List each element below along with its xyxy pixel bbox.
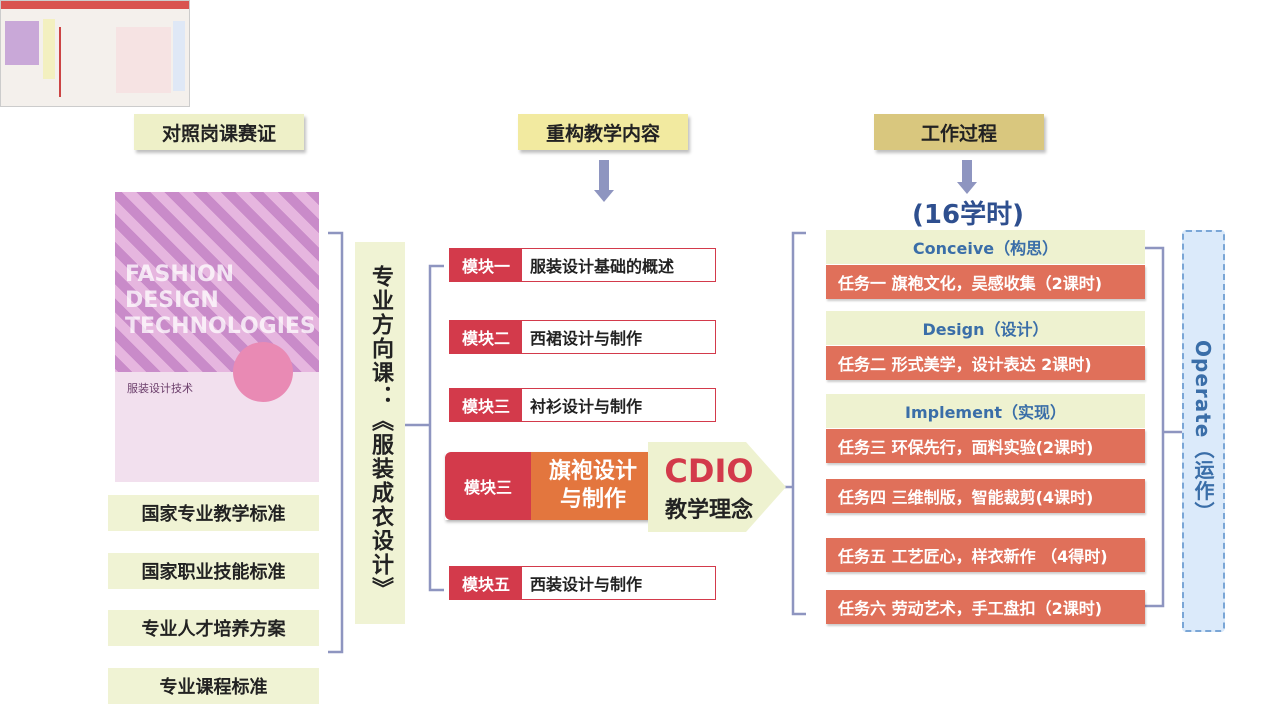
phase-implement: Implement（实现） xyxy=(826,394,1145,428)
phase-design: Design（设计） xyxy=(826,311,1145,345)
standard-item: 国家职业技能标准 xyxy=(108,553,319,589)
phase-conceive: Conceive（构思） xyxy=(826,230,1145,264)
standard-item: 专业课程标准 xyxy=(108,668,319,704)
standard-item: 专业人才培养方案 xyxy=(108,610,319,646)
task-item: 任务六 劳动艺术，手工盘扣（2课时) xyxy=(826,590,1145,624)
cdio-arrow-shape xyxy=(648,442,786,532)
task-item: 任务三 环保先行，面料实验(2课时) xyxy=(826,429,1145,463)
module-featured: 模块三 旗袍设计与制作 xyxy=(445,452,655,520)
module-item: 模块三 衬衫设计与制作 xyxy=(449,388,716,422)
cdio-title: CDIO xyxy=(664,452,754,490)
module-item: 模块二 西裙设计与制作 xyxy=(449,320,716,354)
arrow-down-icon xyxy=(594,160,614,202)
header-right: 工作过程 xyxy=(874,114,1044,150)
hours-label: (16学时) xyxy=(912,200,1024,230)
cdio-subtitle: 教学理念 xyxy=(664,498,753,523)
task-item: 任务一 旗袍文化，吴感收集（2课时) xyxy=(826,265,1145,299)
book-subtitle: 服装设计技术 xyxy=(127,382,193,395)
header-left: 对照岗课赛证 xyxy=(134,114,304,150)
book-title-line: DESIGN xyxy=(125,288,219,313)
module-item: 模块五 西装设计与制作 xyxy=(449,566,716,600)
header-middle: 重构教学内容 xyxy=(518,114,688,150)
course-title: 专业方向课：《服装成衣设计》 xyxy=(355,242,405,624)
module-featured-label: 旗袍设计与制作 xyxy=(531,452,655,520)
module-item: 模块一 服装设计基础的概述 xyxy=(449,248,716,282)
task-item: 任务二 形式美学，设计表达 2课时) xyxy=(826,346,1145,380)
arrow-down-icon xyxy=(957,160,977,194)
thumbnail-image xyxy=(0,0,190,107)
book-cover: FASHION DESIGN TECHNOLOGIES 服装设计技术 xyxy=(115,192,319,482)
book-title-line: TECHNOLOGIES xyxy=(125,314,316,339)
book-title-line: FASHION xyxy=(125,262,235,287)
task-item: 任务四 三维制版，智能裁剪(4课时) xyxy=(826,479,1145,513)
operate-box: Operate（运作） xyxy=(1182,230,1225,632)
task-item: 任务五 工艺匠心，样衣新作 （4得时) xyxy=(826,538,1145,572)
standard-item: 国家专业教学标准 xyxy=(108,495,319,531)
